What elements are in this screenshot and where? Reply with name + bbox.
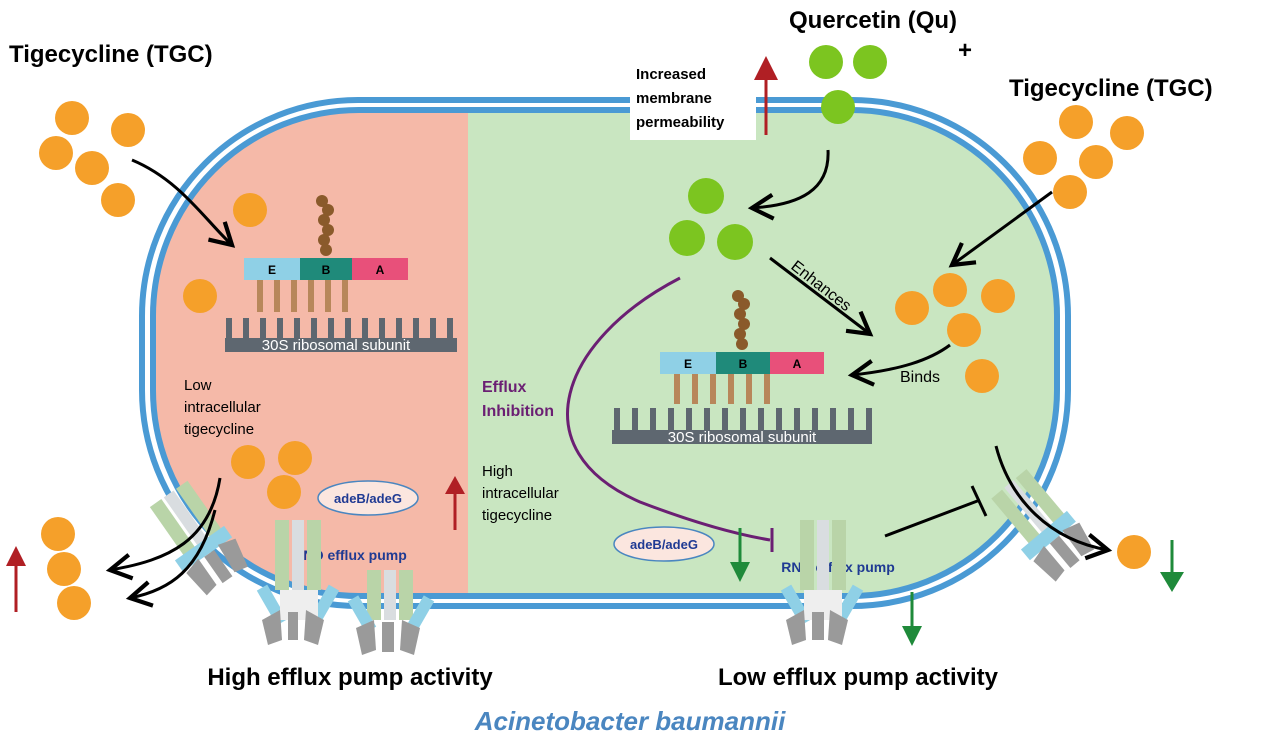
quercetin-molecule xyxy=(669,220,705,256)
efflux-arrow-left-1 xyxy=(105,477,222,581)
plus-sign: + xyxy=(958,37,972,64)
tgc-molecule xyxy=(183,279,217,313)
ribosome-left: E B A 30S ribosomal subunit xyxy=(225,195,457,354)
efflux-pump-left-1 xyxy=(256,520,340,645)
quercetin-molecule xyxy=(688,178,724,214)
gene-badge-right xyxy=(613,526,715,562)
peptide-chain-right xyxy=(732,290,750,350)
low-tgc-text-2: intracellular xyxy=(184,399,261,416)
quercetin-molecule xyxy=(809,45,843,79)
enhances-arrow xyxy=(769,256,874,337)
site-a-label: A xyxy=(376,263,385,277)
site-e-label: E xyxy=(684,357,692,371)
tgc-molecule xyxy=(233,193,267,227)
tgc-molecule xyxy=(933,273,967,307)
permeability-text-1: Increased xyxy=(636,66,706,83)
efflux-inhibition-text-2: Inhibition xyxy=(482,403,554,420)
inner-membrane xyxy=(150,107,1060,599)
permeability-text-2: membrane xyxy=(636,90,712,107)
high-tgc-text-3: tigecycline xyxy=(482,507,552,524)
tgc-entry-arrow-right xyxy=(948,190,1053,268)
site-b-label: B xyxy=(322,263,331,277)
efflux-pump-left-2 xyxy=(347,570,435,655)
tgc-molecule xyxy=(278,441,312,475)
ribosome-label: 30S ribosomal subunit xyxy=(262,337,411,354)
site-e-label: E xyxy=(268,263,276,277)
tgc-molecule xyxy=(895,291,929,325)
site-b xyxy=(300,258,352,280)
organism-label: Acinetobacter baumannii xyxy=(474,706,786,736)
ribosome-right: E B A 30S ribosomal subunit xyxy=(612,290,872,446)
tgc-molecule-expelled xyxy=(1117,535,1151,569)
tgc-title-right: Tigecycline (TGC) xyxy=(1009,75,1213,102)
efflux-arrow-left-2 xyxy=(125,509,217,608)
site-a xyxy=(352,258,408,280)
tgc-molecules-outside-left xyxy=(39,101,145,217)
inhibition-bar-right xyxy=(970,485,988,517)
tgc-molecule xyxy=(981,279,1015,313)
tgc-molecules-outside-right xyxy=(1023,105,1144,209)
quercetin-entry-arrow xyxy=(747,149,830,221)
tgc-molecule xyxy=(111,113,145,147)
tgc-molecule xyxy=(101,183,135,217)
quercetin-molecule xyxy=(717,224,753,260)
tgc-molecule xyxy=(965,359,999,393)
tgc-molecule xyxy=(55,101,89,135)
tgc-molecule xyxy=(947,313,981,347)
site-a-label: A xyxy=(793,357,802,371)
efflux-pump-right-1 xyxy=(780,520,864,645)
permeability-text-3: permeability xyxy=(636,114,725,131)
peptide-chain-left xyxy=(316,195,334,256)
gene-label-left: adeB/adeG xyxy=(334,491,402,506)
efflux-arrow-right xyxy=(994,445,1113,561)
quercetin-molecule xyxy=(853,45,887,79)
tgc-molecule xyxy=(75,151,109,185)
gene-label-right: adeB/adeG xyxy=(630,537,698,552)
tgc-title-left: Tigecycline (TGC) xyxy=(9,41,213,68)
tgc-molecule-expelled xyxy=(41,517,75,551)
site-b-label: B xyxy=(739,357,748,371)
tgc-molecule xyxy=(267,475,301,509)
quercetin-molecule xyxy=(821,90,855,124)
tgc-molecule-expelled xyxy=(47,552,81,586)
binds-label: Binds xyxy=(900,369,940,386)
pump-label-left: RND efflux pump xyxy=(293,547,407,563)
ribosome-label: 30S ribosomal subunit xyxy=(668,429,817,446)
tgc-entry-arrow-left xyxy=(131,158,236,248)
quercetin-molecules-outside xyxy=(809,45,887,124)
low-tgc-text-1: Low xyxy=(184,377,212,394)
site-e xyxy=(244,258,300,280)
outer-membrane xyxy=(139,97,1071,609)
inhibition-line-right xyxy=(884,498,981,538)
high-tgc-text-2: intracellular xyxy=(482,485,559,502)
efflux-inhibition-text-1: Efflux xyxy=(482,379,527,396)
gene-badge-left xyxy=(317,480,419,516)
tgc-molecule xyxy=(231,445,265,479)
efflux-inhibition-curve xyxy=(566,276,771,542)
low-tgc-text-3: tigecycline xyxy=(184,421,254,438)
tgc-molecule-expelled xyxy=(57,586,91,620)
permeability-box xyxy=(630,58,756,140)
high-activity-label: High efflux pump activity xyxy=(207,664,493,691)
high-tgc-text-1: High xyxy=(482,463,513,480)
low-activity-label: Low efflux pump activity xyxy=(718,664,999,691)
quercetin-title: Quercetin (Qu) xyxy=(789,7,957,34)
binds-arrow xyxy=(847,343,951,387)
tgc-molecule xyxy=(39,136,73,170)
